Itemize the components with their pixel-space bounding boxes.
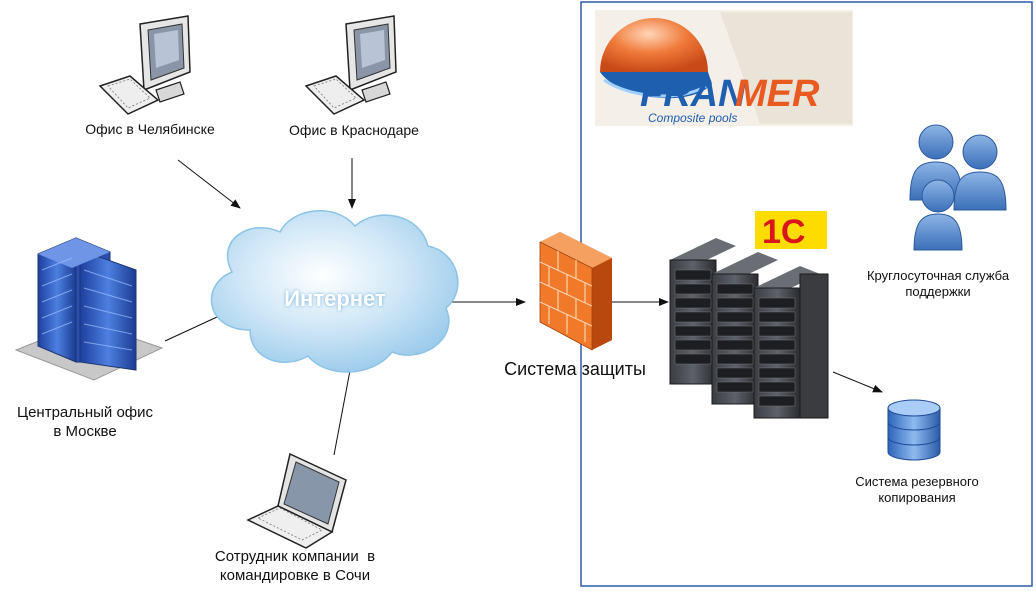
- arrow-chelyabinsk-to-internet: [177, 159, 241, 209]
- desktop-computer-icon: [98, 15, 191, 115]
- firewall-icon: [539, 232, 612, 351]
- support-team-icon: [909, 124, 1007, 251]
- label-moscow-office-line1: Центральный офис: [16, 404, 154, 421]
- laptop-icon: [246, 452, 347, 549]
- person-icon: [953, 134, 1007, 211]
- label-moscow-office: Центральный офис в Москве: [0, 404, 170, 442]
- franmer-logo-text-part2: MER: [735, 73, 820, 115]
- desktop-computer-icon: [304, 15, 397, 115]
- label-backup-line2: копирования: [878, 490, 956, 506]
- label-support-line2: поддержки: [905, 284, 971, 300]
- label-backup-line1: Система резервного: [855, 474, 979, 489]
- franmer-logo: FRAN MER Composite pools: [595, 10, 853, 126]
- server-rack-3: [753, 266, 829, 419]
- label-office-chelyabinsk: Офис в Челябинске: [85, 121, 215, 137]
- server-rack-1: [669, 238, 736, 385]
- franmer-logo-tagline: Composite pools: [648, 111, 737, 125]
- server-rack-2: [711, 252, 778, 405]
- arrow-servers-to-backup: [832, 371, 883, 393]
- label-employee-line2: командировке в Сочи: [219, 566, 371, 584]
- label-employee-sochi: Сотрудник компании в командировке в Сочи: [190, 548, 400, 586]
- label-support-line1: Круглосуточная служба: [866, 268, 1010, 283]
- server-racks-icon: [669, 238, 829, 419]
- label-moscow-office-line2: в Москве: [53, 422, 117, 440]
- label-security-system: Система защиты: [504, 359, 646, 379]
- label-support-service: Круглосуточная служба поддержки: [848, 268, 1028, 301]
- office-building-icon: [14, 237, 164, 381]
- internet-cloud-icon: [210, 209, 459, 373]
- onec-logo-text: 1С: [762, 213, 805, 251]
- franmer-logo-text-part1: FRAN: [640, 73, 747, 115]
- label-office-krasnodar: Офис в Краснодаре: [289, 122, 419, 138]
- onec-logo: 1С: [755, 211, 827, 251]
- label-internet: Интернет: [284, 286, 386, 311]
- label-backup-system: Система резервного копирования: [832, 474, 1002, 507]
- label-employee-line1: Сотрудник компании в: [214, 548, 376, 565]
- database-icon: [887, 399, 941, 461]
- person-icon: [913, 179, 963, 251]
- arrow-employee-to-internet: [333, 359, 355, 456]
